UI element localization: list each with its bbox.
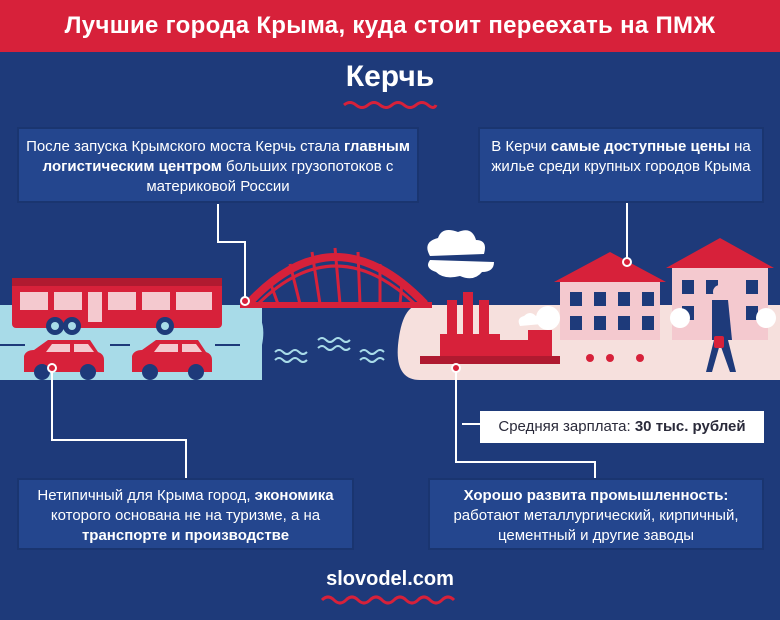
- prices-text-1: В Керчи: [491, 138, 551, 155]
- info-box-prices: В Керчи самые доступные цены на жилье ср…: [478, 127, 764, 203]
- bridge-text-1: После запуска Крымского моста Керчь стал…: [26, 138, 340, 155]
- page-header: Лучшие города Крыма, куда стоит переехат…: [0, 0, 780, 52]
- economy-bold-2: транспорте и производстве: [81, 527, 290, 544]
- page-title: Лучшие города Крыма, куда стоит переехат…: [64, 12, 716, 39]
- prices-text-2: на жилье среди крупных городов Крыма: [491, 138, 751, 175]
- flowers-icon: [536, 306, 776, 362]
- car-icon: [132, 340, 212, 380]
- factory-icon: [420, 230, 560, 364]
- car-icon: [24, 340, 104, 380]
- bridge-text-2: больших грузопотоков с материковой Росси…: [146, 158, 394, 195]
- footer-wave: [320, 595, 456, 605]
- economy-text-2: которого основана не на туризме, а на: [50, 507, 321, 524]
- person-icon: [706, 285, 736, 372]
- info-box-economy: Нетипичный для Крыма город, экономика ко…: [17, 478, 354, 550]
- industry-text: работают металлургический, кирпичный, це…: [453, 507, 739, 544]
- city-underline-wave: [343, 101, 438, 109]
- info-box-salary: Средняя зарплата: 30 тыс. рублей: [480, 411, 764, 443]
- salary-value: 30 тыс. рублей: [634, 418, 746, 435]
- crimean-bridge-icon: [240, 247, 432, 308]
- industry-bold: Хорошо развита промышленность:: [463, 487, 729, 504]
- salary-text: Средняя зарплата:: [498, 418, 635, 435]
- house-icon: [554, 252, 666, 340]
- bus-icon: [12, 278, 222, 335]
- connector-lines: [51, 198, 628, 482]
- connector-dots: [47, 257, 632, 373]
- prices-bold: самые доступные цены: [550, 138, 730, 155]
- city-name: Керчь: [345, 60, 435, 93]
- bridge-bold: главным логистическим центром: [42, 138, 410, 175]
- footer-site: slovodel.com: [326, 568, 454, 590]
- info-box-industry: Хорошо развита промышленность: работают …: [428, 478, 764, 550]
- economy-bold-1: экономика: [254, 487, 334, 504]
- info-box-bridge: После запуска Крымского моста Керчь стал…: [17, 127, 419, 203]
- sea-waves: [274, 337, 385, 363]
- economy-text-1: Нетипичный для Крыма город,: [37, 487, 255, 504]
